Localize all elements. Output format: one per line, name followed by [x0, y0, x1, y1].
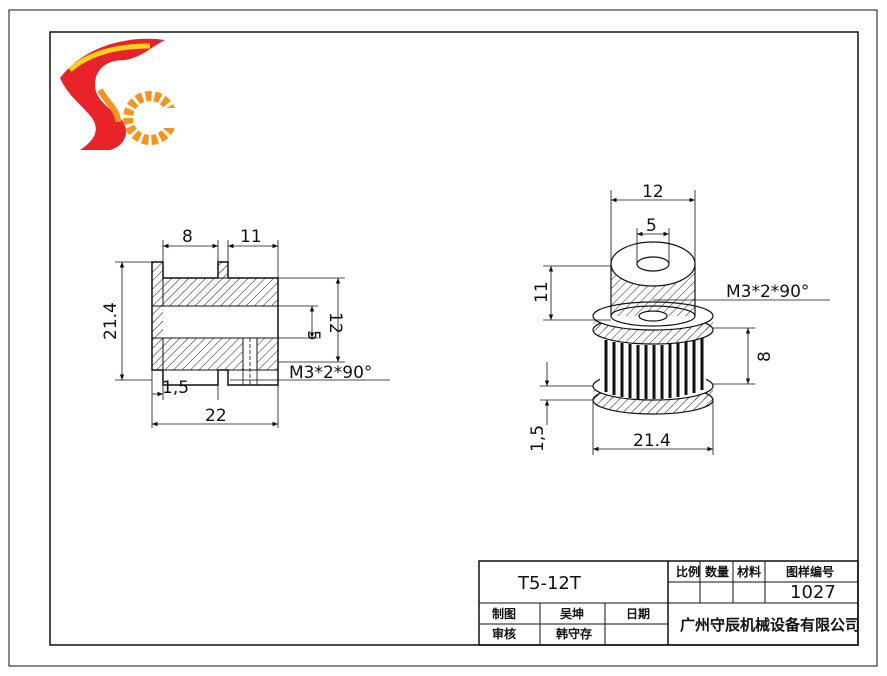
header-material: 材料 [736, 564, 761, 579]
side-dimensions [115, 240, 390, 428]
side-dim-1-5: 1,5 [162, 378, 189, 398]
checked-by: 韩守存 [556, 626, 592, 641]
company-name: 广州守辰机械设备有限公司 [680, 616, 860, 634]
part-name: T5-12T [517, 573, 582, 594]
header-quantity: 数量 [705, 564, 729, 579]
header-scale: 比例 [676, 564, 700, 579]
iso-dim-8: 8 [755, 351, 775, 362]
side-dim-11: 11 [240, 227, 262, 247]
company-logo [60, 38, 180, 150]
side-screw-note: M3*2*90° [289, 363, 372, 383]
inner-frame [49, 31, 859, 646]
iso-dim-21-4: 21.4 [633, 431, 671, 451]
title-block [478, 560, 859, 646]
label-checked: 审核 [492, 626, 516, 641]
label-date: 日期 [626, 606, 650, 621]
side-dim-21-4: 21.4 [101, 302, 121, 340]
side-section-view [151, 261, 279, 386]
drawn-by: 吴坤 [560, 606, 584, 621]
iso-dim-1-5: 1,5 [528, 425, 548, 452]
iso-screw-note: M3*2*90° [726, 282, 809, 302]
header-drawing-number: 图样编号 [786, 564, 834, 579]
iso-dimensions [540, 190, 830, 455]
label-drawn: 制图 [492, 606, 516, 621]
side-dim-5: 5 [303, 330, 323, 341]
iso-dim-12: 12 [642, 182, 664, 202]
iso-dim-5: 5 [646, 216, 657, 236]
side-dim-22: 22 [205, 406, 227, 426]
drawing-number: 1027 [790, 582, 836, 603]
isometric-view [592, 241, 714, 415]
outer-frame [8, 9, 878, 667]
side-dim-8: 8 [182, 227, 193, 247]
side-dim-12: 12 [325, 312, 345, 334]
iso-dim-11: 11 [532, 281, 552, 303]
